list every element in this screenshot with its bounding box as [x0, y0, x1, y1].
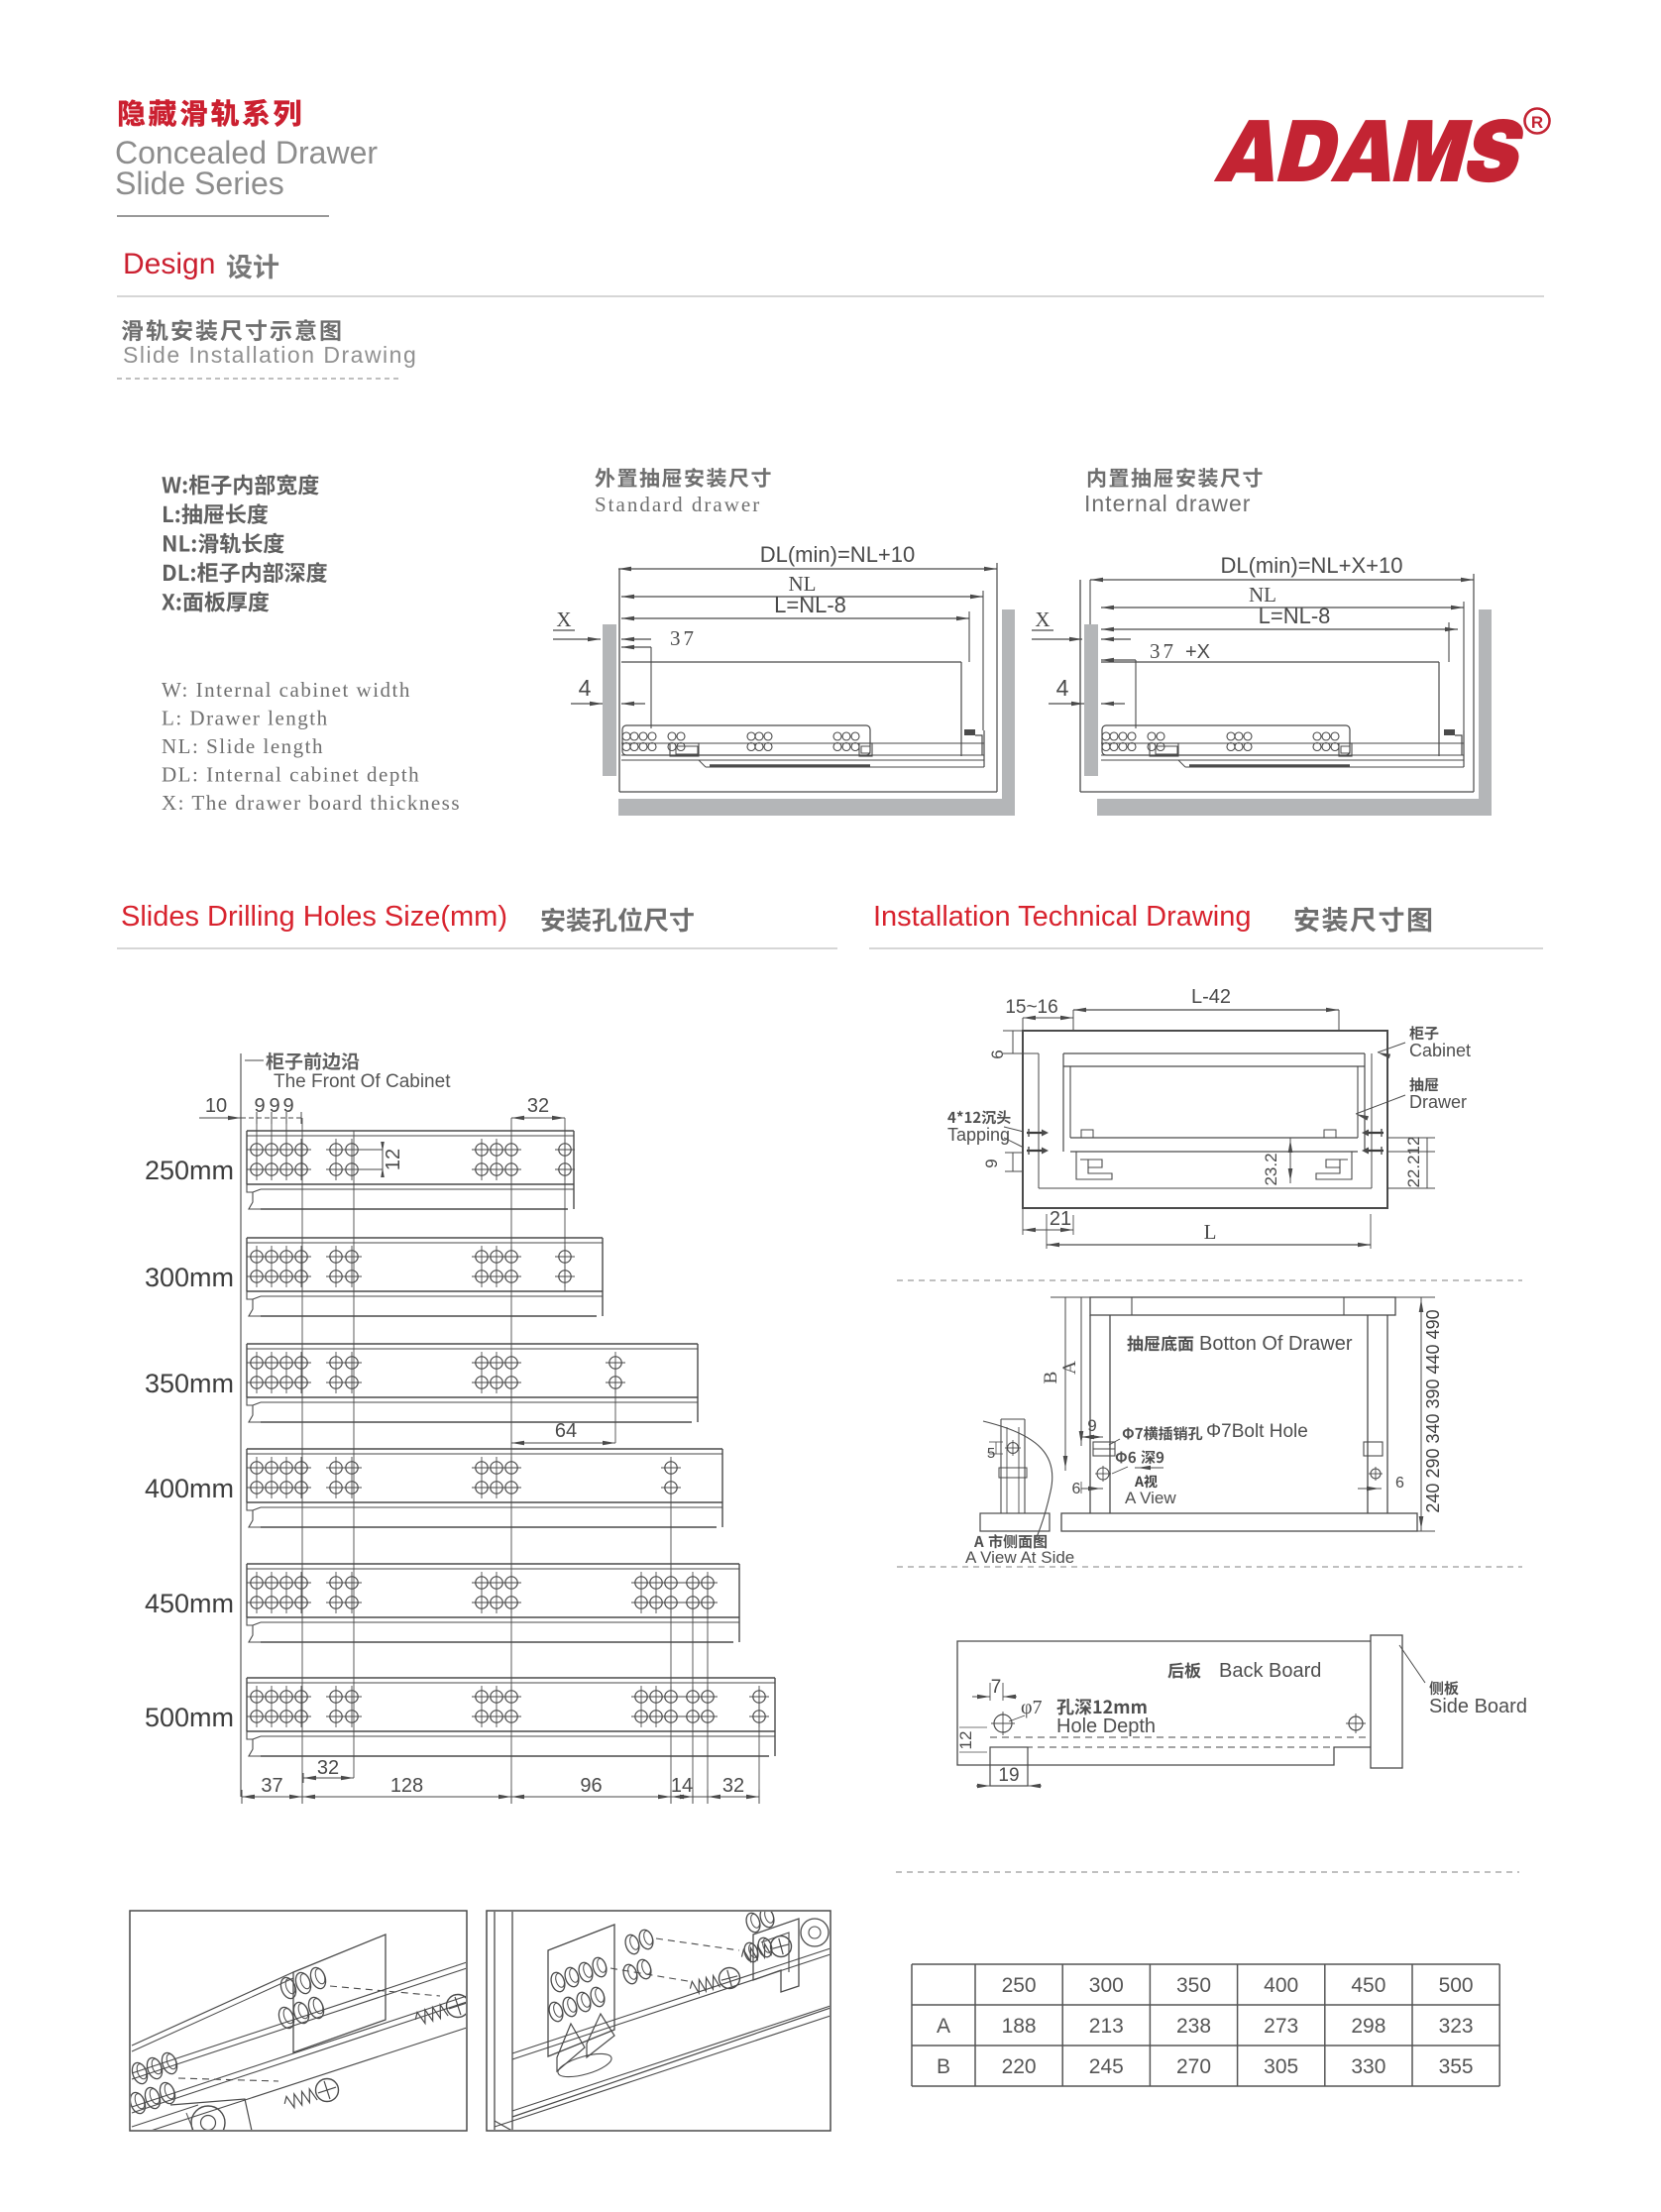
- svg-text:213: 213: [1089, 2015, 1124, 2038]
- svg-text:300: 300: [1089, 1974, 1124, 1997]
- svg-text:Hole Depth: Hole Depth: [1056, 1715, 1156, 1737]
- svg-text:4: 4: [579, 675, 592, 701]
- svg-text:10: 10: [205, 1095, 227, 1117]
- svg-text:330: 330: [1351, 2055, 1385, 2078]
- svg-text:Side Board: Side Board: [1429, 1696, 1527, 1717]
- svg-text:DL(min)=NL+X+10: DL(min)=NL+X+10: [1220, 553, 1402, 578]
- svg-text:22.2: 22.2: [1404, 1155, 1423, 1187]
- svg-text:4: 4: [1056, 675, 1069, 701]
- svg-text:Design: Design: [123, 248, 215, 280]
- svg-text:250mm: 250mm: [145, 1156, 234, 1185]
- svg-text:R: R: [1531, 113, 1543, 132]
- svg-text:+X: +X: [1185, 641, 1210, 663]
- svg-text:355: 355: [1439, 2055, 1474, 2078]
- svg-text:The Front Of Cabinet: The Front Of Cabinet: [274, 1071, 451, 1092]
- svg-text:12: 12: [383, 1149, 404, 1170]
- svg-text:Slide Installation Drawing: Slide Installation Drawing: [123, 342, 417, 368]
- svg-text:L: Drawer length: L: Drawer length: [162, 707, 329, 730]
- svg-text:245: 245: [1089, 2055, 1124, 2078]
- svg-text:NL: NL: [789, 572, 817, 596]
- svg-text:Cabinet: Cabinet: [1409, 1041, 1471, 1060]
- svg-text:6: 6: [1395, 1475, 1404, 1492]
- svg-text:X: The drawer board thickness: X: The drawer board thickness: [162, 791, 461, 815]
- svg-text:6: 6: [1072, 1481, 1081, 1497]
- svg-text:12: 12: [1404, 1137, 1423, 1156]
- svg-text:A: A: [1059, 1361, 1080, 1375]
- svg-text:Concealed Drawer: Concealed Drawer: [115, 135, 378, 170]
- svg-text:305: 305: [1264, 2055, 1298, 2078]
- svg-text:270: 270: [1176, 2055, 1211, 2078]
- svg-text:B: B: [937, 2055, 950, 2078]
- svg-text:9: 9: [254, 1095, 265, 1117]
- svg-text:96: 96: [580, 1775, 602, 1797]
- svg-text:19: 19: [998, 1765, 1019, 1786]
- svg-text:Internal drawer: Internal drawer: [1084, 491, 1251, 516]
- svg-text:Standard drawer: Standard drawer: [595, 493, 761, 516]
- svg-text:L: L: [1204, 1220, 1217, 1244]
- svg-text:37: 37: [261, 1775, 282, 1797]
- svg-text:L-42: L-42: [1191, 986, 1231, 1008]
- svg-text:DL: Internal cabinet depth: DL: Internal cabinet depth: [162, 763, 420, 787]
- svg-text:9: 9: [282, 1095, 293, 1117]
- svg-text:B: B: [1041, 1372, 1061, 1384]
- svg-text:250: 250: [1002, 1974, 1037, 1997]
- svg-text:500: 500: [1439, 1974, 1474, 1997]
- svg-text:400: 400: [1264, 1974, 1298, 1997]
- svg-text:X: X: [1035, 608, 1050, 631]
- svg-text:5: 5: [987, 1445, 995, 1462]
- svg-text:500mm: 500mm: [145, 1703, 234, 1732]
- svg-text:7: 7: [991, 1677, 1002, 1698]
- svg-text:128: 128: [390, 1775, 423, 1797]
- svg-text:Slides Drilling Holes Size(mm): Slides Drilling Holes Size(mm): [121, 901, 507, 933]
- svg-text:23.2: 23.2: [1262, 1153, 1280, 1185]
- svg-text:A: A: [937, 2015, 950, 2038]
- svg-text:Drawer: Drawer: [1409, 1092, 1467, 1112]
- svg-text:9: 9: [1087, 1416, 1096, 1435]
- svg-text:X: X: [556, 608, 571, 631]
- svg-text:DL(min)=NL+10: DL(min)=NL+10: [760, 542, 916, 567]
- svg-text:Slide Series: Slide Series: [115, 166, 284, 201]
- svg-text:220: 220: [1002, 2055, 1037, 2078]
- svg-text:64: 64: [555, 1420, 577, 1442]
- svg-text:φ7: φ7: [1021, 1697, 1043, 1718]
- svg-text:298: 298: [1351, 2015, 1385, 2038]
- svg-text:9: 9: [982, 1159, 1001, 1167]
- svg-text:37: 37: [1150, 639, 1176, 663]
- svg-text:Botton Of Drawer: Botton Of Drawer: [1199, 1333, 1353, 1355]
- svg-text:15~16: 15~16: [1005, 997, 1057, 1018]
- svg-text:Φ7Bolt Hole: Φ7Bolt Hole: [1206, 1421, 1308, 1442]
- svg-text:450: 450: [1351, 1974, 1385, 1997]
- svg-text:A View: A View: [1125, 1489, 1176, 1507]
- svg-text:350mm: 350mm: [145, 1369, 234, 1398]
- svg-text:32: 32: [317, 1757, 339, 1779]
- svg-text:Back Board: Back Board: [1219, 1660, 1321, 1682]
- svg-text:NL: NL: [1249, 583, 1276, 607]
- svg-text:Installation Technical Drawing: Installation Technical Drawing: [873, 901, 1252, 933]
- svg-text:W: Internal cabinet width: W: Internal cabinet width: [162, 678, 411, 702]
- svg-text:32: 32: [527, 1095, 549, 1117]
- svg-text:21: 21: [1050, 1208, 1071, 1230]
- svg-text:A View At Side: A View At Side: [965, 1548, 1074, 1567]
- svg-text:Tapping: Tapping: [947, 1125, 1010, 1145]
- svg-text:NL: Slide length: NL: Slide length: [162, 734, 324, 758]
- svg-text:350: 350: [1176, 1974, 1211, 1997]
- svg-text:12: 12: [956, 1731, 975, 1750]
- svg-text:37: 37: [670, 626, 697, 650]
- svg-text:32: 32: [722, 1775, 744, 1797]
- svg-text:240 290 340 390 440 490: 240 290 340 390 440 490: [1423, 1309, 1443, 1512]
- svg-text:6: 6: [988, 1050, 1007, 1058]
- svg-text:238: 238: [1176, 2015, 1211, 2038]
- svg-text:273: 273: [1264, 2015, 1298, 2038]
- svg-text:9: 9: [269, 1095, 279, 1117]
- svg-text:L=NL-8: L=NL-8: [1259, 604, 1331, 628]
- svg-text:188: 188: [1002, 2015, 1037, 2038]
- svg-text:400mm: 400mm: [145, 1474, 234, 1503]
- svg-text:300mm: 300mm: [145, 1263, 234, 1292]
- svg-text:L=NL-8: L=NL-8: [774, 593, 846, 617]
- svg-text:450mm: 450mm: [145, 1589, 234, 1618]
- svg-text:323: 323: [1439, 2015, 1474, 2038]
- svg-text:14: 14: [671, 1775, 693, 1797]
